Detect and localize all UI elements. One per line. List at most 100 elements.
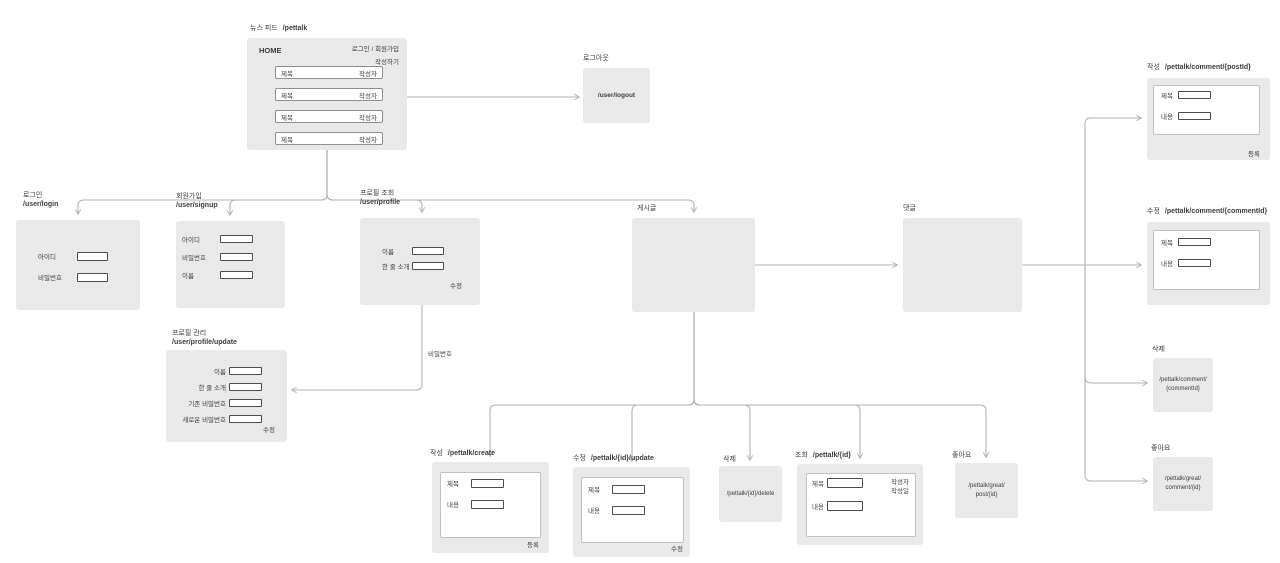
post-read-subject-input[interactable] <box>827 478 863 488</box>
post-create-content-input[interactable] <box>471 499 504 509</box>
signup-password-input[interactable] <box>220 253 253 261</box>
comment-update-title-path: /pettalk/comment/{commentId} <box>1164 208 1268 215</box>
feed-item-author: 작성자 <box>359 114 377 122</box>
comment-update-subject-input[interactable] <box>1178 238 1211 246</box>
profile-title-path: /user/profile <box>360 199 401 206</box>
feed-list-item[interactable]: 제목 작성자 <box>275 132 383 145</box>
login-id-label: 아이디 <box>38 254 56 261</box>
update-new-password-input[interactable] <box>229 415 262 423</box>
post-read-title: 조회/pettalk/{id} <box>795 451 851 460</box>
post-update-subject-input[interactable] <box>612 484 645 494</box>
post-title-name: 게시글 <box>637 205 657 212</box>
post-create-title-path: /pettalk/create <box>447 450 495 457</box>
post-read-title-name: 조회 <box>795 452 808 459</box>
edge-newsfeed-post <box>326 150 698 214</box>
signup-password-label: 비밀번호 <box>182 255 206 262</box>
signup-name-label: 이름 <box>182 273 194 280</box>
comment-create-content-label: 내용 <box>1161 114 1173 121</box>
login-id-input[interactable] <box>77 251 108 261</box>
post-create-subject-input[interactable] <box>471 478 504 488</box>
comment-update-subject-label: 제목 <box>1161 240 1173 247</box>
post-delete-path: /pettalk/{id}/delete <box>719 466 782 522</box>
comment-create-title: 작성/pettalk/comment/{postId} <box>1147 63 1251 72</box>
comment-delete-path-line2: {commentId} <box>1166 386 1200 392</box>
update-old-password-input[interactable] <box>229 399 262 407</box>
comment-create-title-path: /pettalk/comment/{postId} <box>1164 64 1251 71</box>
comment-create-content-input[interactable] <box>1178 112 1211 120</box>
profile-name-input[interactable] <box>412 247 444 255</box>
profile-title-name: 프로필 조회 <box>360 190 395 197</box>
comment-create-submit-button[interactable]: 등록 <box>1248 151 1260 158</box>
post-create-node: 제목 내용 등록 <box>432 462 549 553</box>
write-post-link[interactable]: 작성하기 <box>375 59 399 66</box>
feed-item-author: 작성자 <box>359 136 377 144</box>
login-node: 아이디 비밀번호 <box>16 220 140 310</box>
post-read-content-input[interactable] <box>827 501 863 511</box>
feed-item-title: 제목 <box>281 114 293 122</box>
post-like-title-name: 좋아요 <box>952 452 972 459</box>
post-create-subject-label: 제목 <box>447 481 459 488</box>
edge-comment-delete <box>1084 265 1149 387</box>
login-password-input[interactable] <box>77 272 108 282</box>
comment-update-content-input[interactable] <box>1178 259 1211 267</box>
feed-item-author: 작성자 <box>359 70 377 78</box>
newsfeed-title-path: /pettalk <box>282 25 308 32</box>
comment-delete-title-name: 삭제 <box>1152 346 1165 353</box>
profile-edit-button[interactable]: 수정 <box>450 283 462 290</box>
comment-create-subject-label: 제목 <box>1161 93 1173 100</box>
edge-post-read <box>693 312 864 460</box>
logout-title-name: 로그아웃 <box>583 55 609 62</box>
feed-list-item[interactable]: 제목 작성자 <box>275 66 383 79</box>
feed-list-item[interactable]: 제목 작성자 <box>275 110 383 123</box>
post-like-title: 좋아요 <box>952 451 971 460</box>
post-read-author-label: 작성자 <box>891 479 909 486</box>
comment-update-title: 수정/pettalk/comment/{commentId} <box>1147 207 1267 216</box>
post-title: 게시글 <box>637 204 656 213</box>
post-delete-node: /pettalk/{id}/delete <box>719 466 782 522</box>
profile-bio-input[interactable] <box>412 262 444 270</box>
post-create-form: 제목 내용 <box>440 472 541 538</box>
post-update-content-input[interactable] <box>612 505 645 515</box>
comment-delete-path: /pettalk/comment/ {commentId} <box>1153 358 1213 412</box>
comment-title: 댓글 <box>903 204 916 213</box>
edge-comment-create <box>1084 114 1143 265</box>
post-create-submit-button[interactable]: 등록 <box>527 542 539 549</box>
profile-bio-label: 한 줄 소개 <box>382 264 410 271</box>
post-read-form: 제목 작성자 작성일 내용 <box>806 473 916 537</box>
update-bio-input[interactable] <box>229 383 262 391</box>
post-like-node: /pettalk/great/ post/{id} <box>955 463 1018 518</box>
signup-name-input[interactable] <box>220 271 253 279</box>
edge-comment-like <box>1084 265 1149 485</box>
update-name-input[interactable] <box>229 367 262 375</box>
comment-node <box>903 218 1022 312</box>
signup-title-name: 회원가입 <box>176 193 202 200</box>
comment-update-form: 제목 내용 <box>1153 230 1260 290</box>
home-nav-link[interactable]: HOME <box>259 46 282 55</box>
signup-id-label: 아이디 <box>182 237 200 244</box>
post-read-meta: 작성자 작성일 <box>891 478 909 496</box>
feed-item-title: 제목 <box>281 92 293 100</box>
logout-path: /user/logout <box>597 92 636 99</box>
profile-update-submit-button[interactable]: 수정 <box>263 427 275 434</box>
post-update-title-name: 수정 <box>573 455 586 462</box>
comment-like-title-name: 좋아요 <box>1151 445 1171 452</box>
post-read-content-label: 내용 <box>812 504 824 511</box>
post-update-submit-button[interactable]: 수정 <box>671 546 683 553</box>
edge-post-delete <box>693 312 754 462</box>
post-read-node: 제목 작성자 작성일 내용 <box>797 464 923 545</box>
comment-like-path: /pettalk/great/ comment/{id} <box>1153 457 1213 511</box>
feed-list-item[interactable]: 제목 작성자 <box>275 88 383 101</box>
edge-newsfeed-signup <box>226 150 328 217</box>
comment-delete-node: /pettalk/comment/ {commentId} <box>1153 358 1213 412</box>
comment-create-node: 제목 내용 등록 <box>1147 78 1270 160</box>
comment-like-path-line2: comment/{id} <box>1165 485 1201 491</box>
update-new-password-label: 새로운 비밀번호 <box>182 417 226 424</box>
edge-post-like <box>693 312 990 459</box>
profile-update-node: 이름 한 줄 소개 기존 비밀번호 새로운 비밀번호 수정 <box>166 350 287 442</box>
signup-id-input[interactable] <box>220 235 253 243</box>
comment-create-subject-input[interactable] <box>1178 91 1211 99</box>
post-read-title-path: /pettalk/{id} <box>812 452 852 459</box>
login-signup-link[interactable]: 로그인 / 회원가입 <box>351 46 399 53</box>
